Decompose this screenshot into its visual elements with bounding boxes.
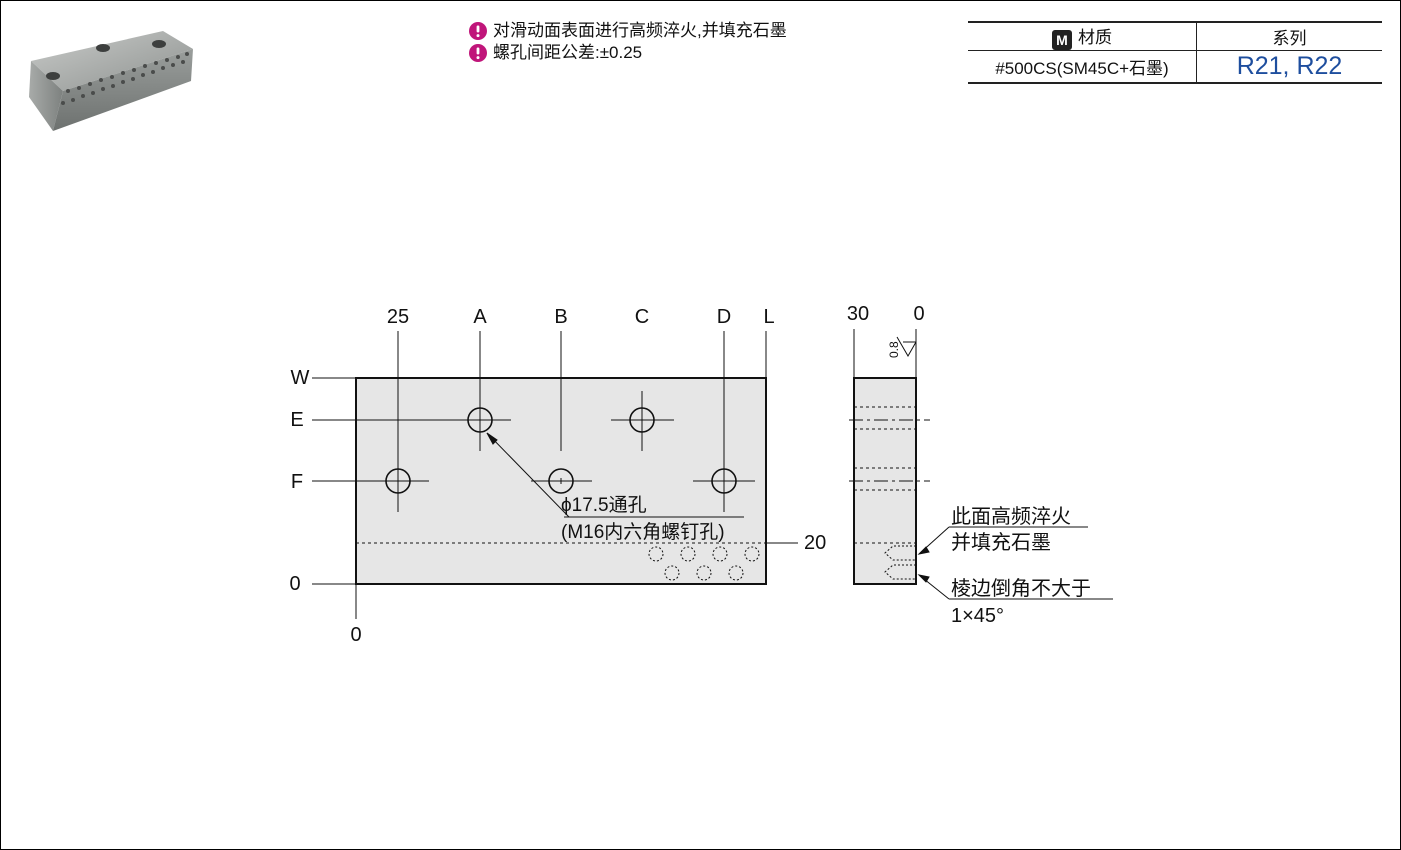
label-c: C	[635, 306, 649, 328]
label-e: E	[290, 409, 303, 431]
note-hardened-line1: 此面高频淬火	[951, 505, 1071, 528]
label-w: W	[291, 367, 310, 389]
material-badge-icon: M	[1052, 30, 1072, 50]
label-d: D	[717, 306, 731, 328]
hole-25f	[385, 468, 411, 494]
hole-df	[711, 468, 737, 494]
note-row-1: 对滑动面表面进行高频淬火,并填充石墨	[469, 20, 787, 42]
label-bottom-zero: 0	[350, 624, 361, 646]
label-dim-20: 20	[804, 532, 826, 554]
exclamation-icon	[469, 44, 487, 62]
series-value: R21, R22	[1236, 52, 1343, 80]
note-row-2: 螺孔间距公差:±0.25	[469, 42, 787, 64]
note-text-2: 螺孔间距公差:±0.25	[493, 43, 643, 62]
hole-ae	[467, 407, 493, 433]
notes-block: 对滑动面表面进行高频淬火,并填充石墨 螺孔间距公差:±0.25	[469, 20, 787, 64]
exclamation-icon	[469, 22, 487, 40]
note-chamfer-line2: 1×45°	[951, 605, 1004, 627]
label-a: A	[473, 306, 487, 328]
roughness-value: 0.8	[887, 341, 901, 358]
hole-callout-leader	[486, 432, 570, 518]
material-header: 材质	[1078, 28, 1112, 47]
label-25: 25	[387, 306, 409, 328]
product-photo	[29, 31, 193, 131]
side-pockets	[884, 545, 916, 580]
label-l: L	[763, 306, 774, 328]
hole-callout-line1: ϕ17.5通孔	[561, 494, 647, 516]
hole-callout-line2: (M16内六角螺钉孔)	[561, 521, 725, 543]
roughness-symbol	[896, 336, 917, 358]
material-value: #500CS(SM45C+石墨)	[995, 59, 1169, 78]
hole-ce	[629, 407, 655, 433]
series-header: 系列	[1196, 21, 1382, 51]
graphite-pockets	[648, 546, 760, 581]
label-30: 30	[847, 303, 869, 325]
note-chamfer-line1: 棱边倒角不大于	[951, 577, 1091, 600]
label-f: F	[291, 471, 303, 493]
label-row-zero: 0	[289, 573, 300, 595]
material-value-cell: #500CS(SM45C+石墨)	[968, 50, 1197, 84]
note-text-1: 对滑动面表面进行高频淬火,并填充石墨	[493, 21, 787, 40]
spec-table: M 材质 系列 #500CS(SM45C+石墨) R21, R22	[968, 21, 1382, 84]
hole-bf	[548, 468, 574, 494]
label-side-zero: 0	[913, 303, 924, 325]
material-header-cell: M 材质	[968, 21, 1197, 51]
series-value-cell: R21, R22	[1196, 50, 1382, 84]
note-hardened-line2: 并填充石墨	[951, 531, 1051, 554]
label-b: B	[554, 306, 567, 328]
